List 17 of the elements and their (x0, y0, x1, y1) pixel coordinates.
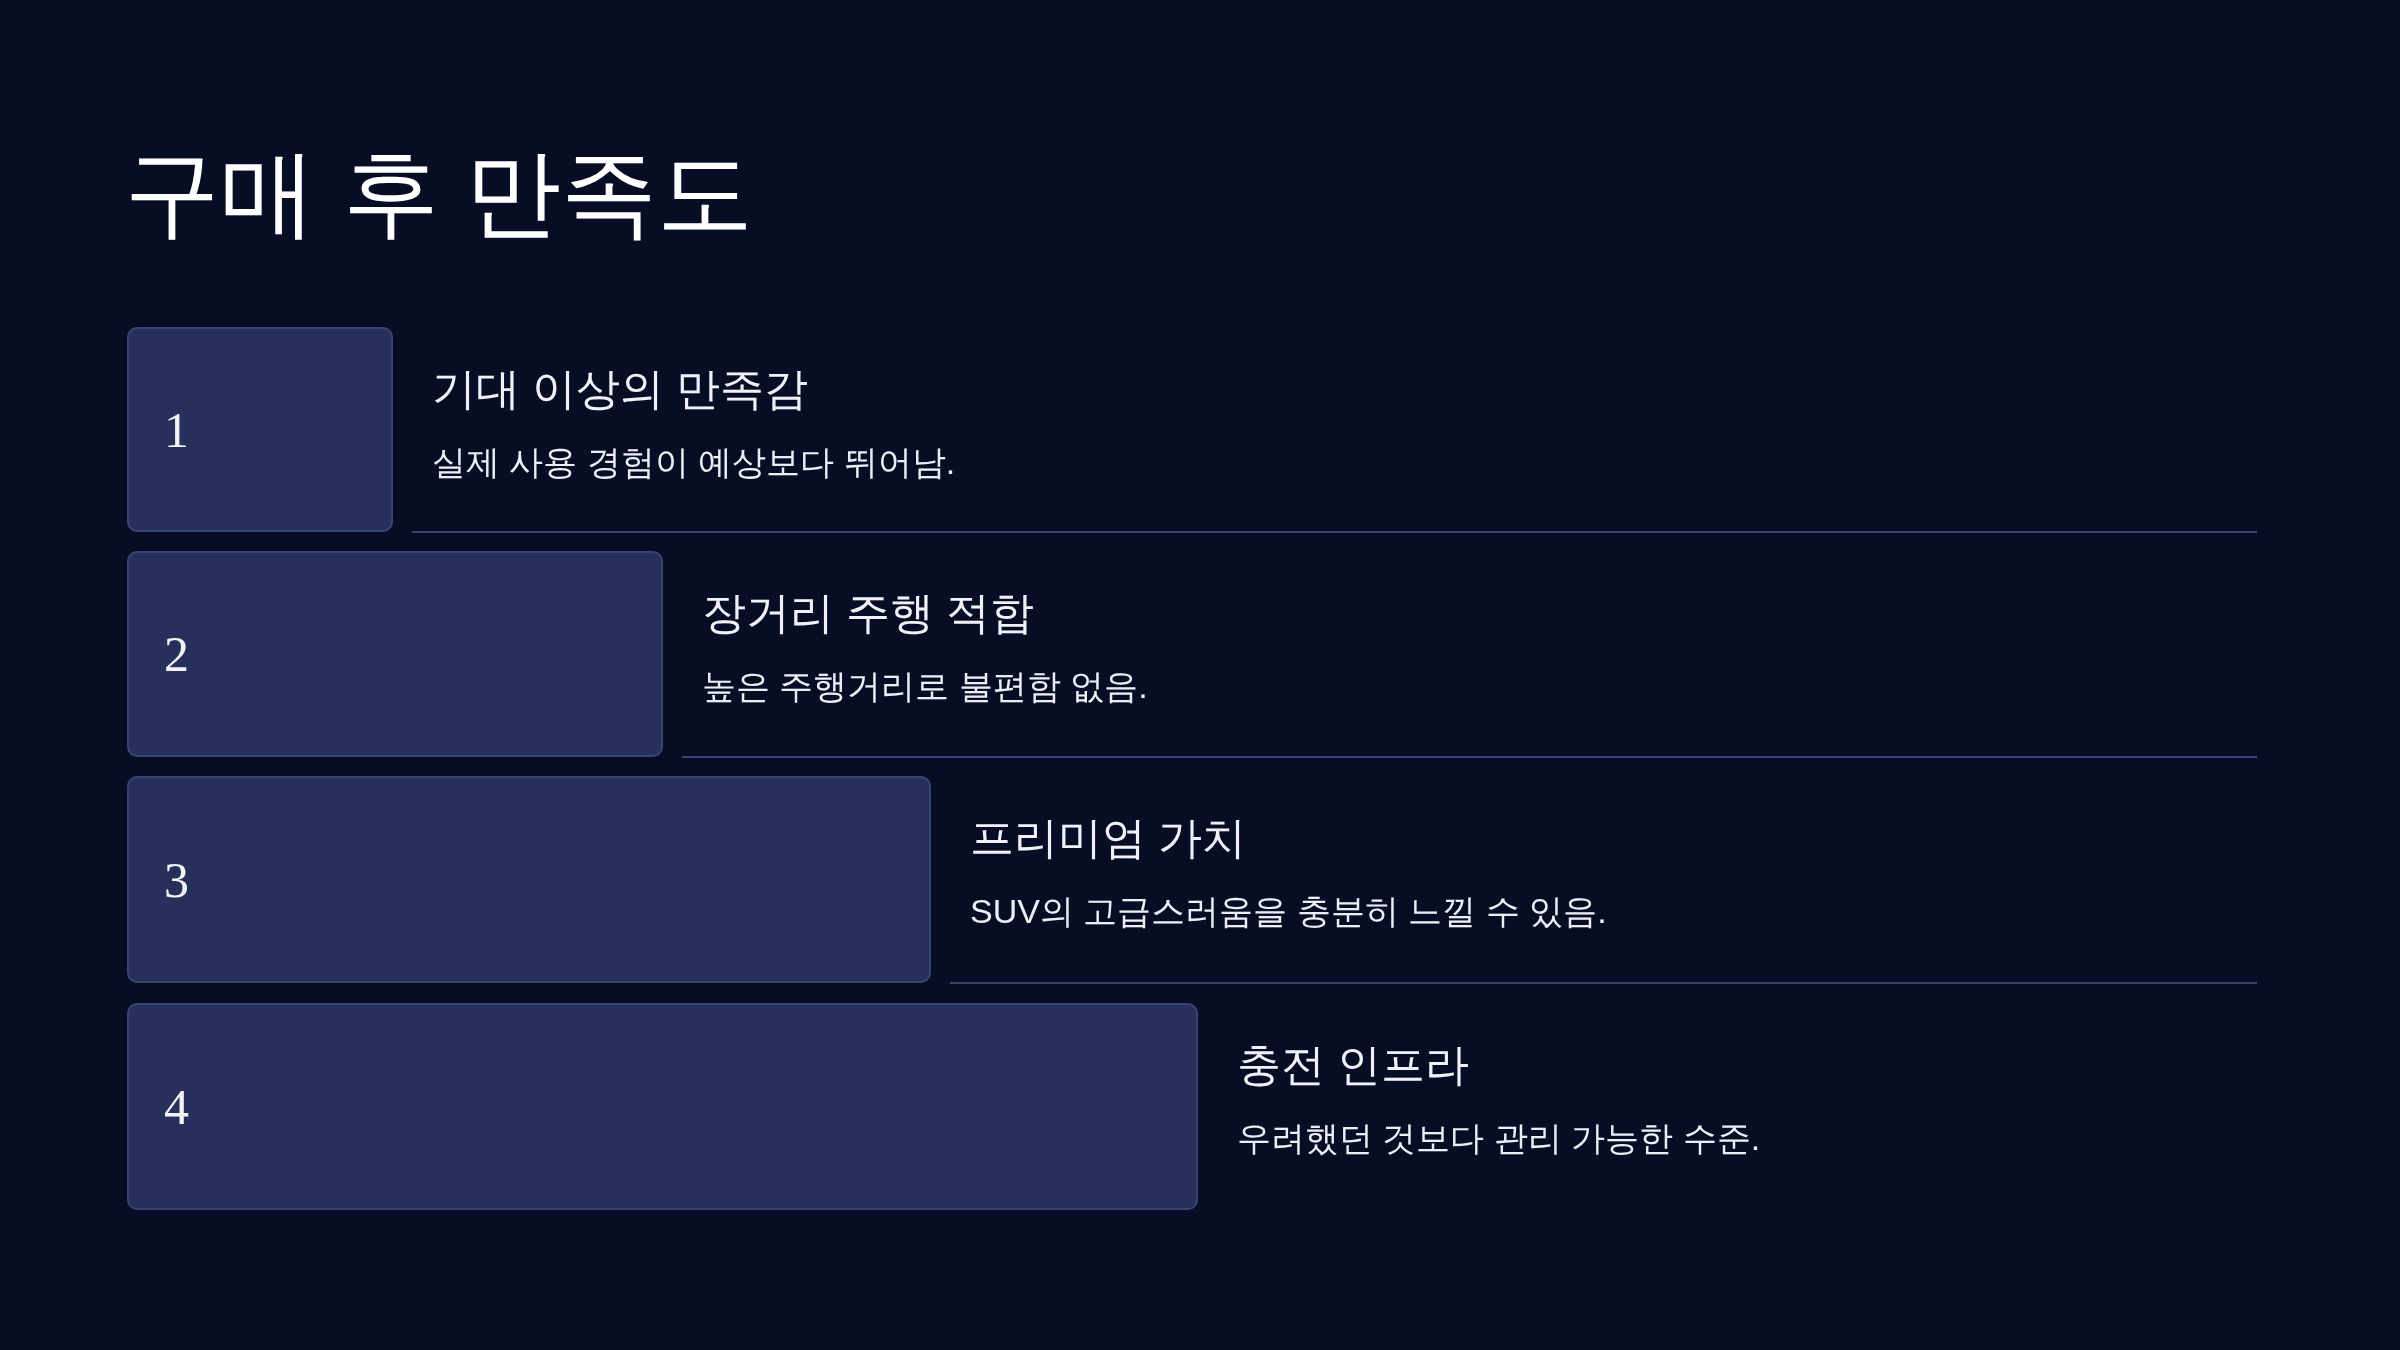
number-box (127, 327, 393, 532)
row-description: 높은 주행거리로 불편함 없음. (702, 666, 1148, 707)
step-number: 3 (164, 851, 189, 908)
step-number: 4 (164, 1078, 189, 1135)
step-number: 1 (164, 401, 189, 458)
number-box (127, 1003, 1198, 1210)
row-description: 실제 사용 경험이 예상보다 뛰어남. (432, 442, 956, 483)
row-heading: 장거리 주행 적합 (702, 587, 1035, 639)
row-heading: 프리미엄 가치 (970, 812, 1247, 864)
step-number: 2 (164, 626, 189, 682)
number-box (127, 776, 931, 983)
slide-title: 구매 후 만족도 (124, 138, 754, 248)
row-description: 우려했던 것보다 관리 가능한 수준. (1237, 1118, 1761, 1159)
number-box (127, 551, 663, 757)
row-heading: 충전 인프라 (1237, 1039, 1470, 1091)
row-heading: 기대 이상의 만족감 (432, 363, 809, 415)
row-description: SUV의 고급스러움을 충분히 느낄 수 있음. (970, 891, 1607, 932)
